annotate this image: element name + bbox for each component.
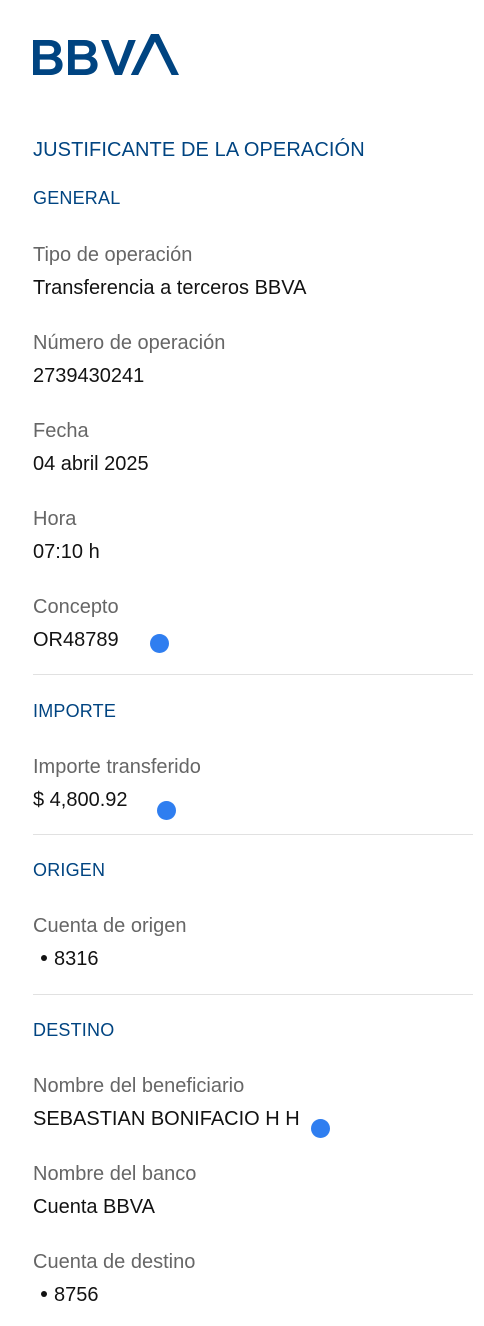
marker-dot-concepto (150, 634, 169, 653)
field-value-tipo-operacion: Transferencia a terceros BBVA (33, 277, 307, 299)
marker-dot-importe (157, 801, 176, 820)
masked-account-bullet (41, 1290, 47, 1297)
field-value-concepto: OR48789 (33, 629, 119, 651)
field-label-banco: Nombre del banco (33, 1163, 197, 1185)
cuenta-origen-digits: 8316 (54, 948, 99, 970)
bbva-logo-mark (33, 34, 179, 75)
section-divider (33, 994, 473, 995)
section-heading-general: GENERAL (33, 188, 121, 208)
bbva-logo (33, 34, 183, 78)
field-value-fecha: 04 abril 2025 (33, 453, 149, 475)
field-label-cuenta-origen: Cuenta de origen (33, 915, 187, 937)
field-label-fecha: Fecha (33, 420, 89, 442)
section-heading-destino: DESTINO (33, 1020, 115, 1040)
field-label-concepto: Concepto (33, 596, 119, 618)
section-divider (33, 834, 473, 835)
section-heading-importe: IMPORTE (33, 701, 117, 721)
field-label-tipo-operacion: Tipo de operación (33, 244, 193, 266)
field-value-cuenta-origen: 8316 (33, 948, 99, 971)
page-title: JUSTIFICANTE DE LA OPERACIÓN (33, 139, 365, 161)
field-value-banco: Cuenta BBVA (33, 1196, 155, 1218)
field-label-cuenta-destino: Cuenta de destino (33, 1251, 196, 1273)
field-value-importe-transferido: $ 4,800.92 (33, 789, 128, 811)
masked-account-bullet (41, 954, 47, 961)
field-value-cuenta-destino: 8756 (33, 1284, 99, 1307)
cuenta-destino-digits: 8756 (54, 1284, 99, 1306)
field-label-importe-transferido: Importe transferido (33, 756, 201, 778)
field-label-beneficiario: Nombre del beneficiario (33, 1075, 245, 1097)
field-value-hora: 07:10 h (33, 541, 100, 563)
marker-dot-beneficiario (311, 1119, 330, 1138)
section-heading-origen: ORIGEN (33, 860, 106, 880)
field-value-beneficiario: SEBASTIAN BONIFACIO H H (33, 1108, 300, 1130)
section-divider (33, 674, 473, 675)
field-value-numero-operacion: 2739430241 (33, 365, 145, 387)
field-label-hora: Hora (33, 508, 77, 530)
field-label-numero-operacion: Número de operación (33, 332, 226, 354)
